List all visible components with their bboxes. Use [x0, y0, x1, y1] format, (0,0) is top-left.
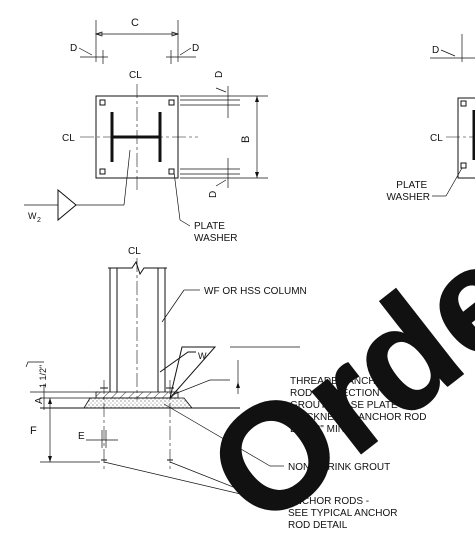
dim-f-label: F: [30, 425, 37, 437]
dim-e-label: E: [78, 431, 85, 442]
plan-view-2: D CL PLATE WASHER: [386, 34, 475, 203]
watermark-text: Orde: [177, 209, 475, 549]
dim-a-label: A: [34, 397, 45, 404]
anchor-hole: [168, 168, 175, 175]
threaded-rod-label: THREADED ANCHOR ROD PROJECTION = GROUT +…: [290, 376, 429, 435]
elevation-view: CL WF OR HSS COLUMN 1 1/2" A: [25, 246, 429, 531]
plan2-dim-d-label: D: [432, 45, 439, 56]
dim-b-label: B: [240, 136, 252, 143]
grout-label: NON-SHRINK GROUT: [288, 462, 390, 473]
base-plate-plan: [95, 95, 179, 179]
base-plate-plan-2: [457, 97, 475, 179]
anchor-hole: [99, 99, 106, 106]
elevation-centerline: CL: [128, 246, 141, 257]
anchor-hole: [99, 168, 106, 175]
watermark: Orde: [177, 209, 475, 549]
plan-centerline-top: CL: [129, 70, 142, 81]
dim-offset-label: 1 1/2": [38, 365, 48, 388]
base-plate-elevation: [95, 391, 179, 399]
plan-centerline-left: CL: [62, 133, 75, 144]
column-elevation: [109, 268, 166, 392]
dim-d-right-label: D: [192, 43, 199, 54]
anchor-rods-label: ANCHOR RODS - SEE TYPICAL ANCHOR ROD DET…: [288, 496, 400, 531]
weld-leader-shape: [169, 346, 217, 399]
load-symbol: [57, 188, 77, 222]
dim-d-top-label: D: [214, 71, 225, 78]
column-section-plan: [110, 112, 162, 162]
weld-label: W: [198, 351, 207, 361]
plan2-plate-washer-label: PLATE WASHER: [386, 180, 430, 203]
anchor-hole: [168, 99, 175, 106]
dim-c-label: C: [131, 17, 139, 29]
plan2-centerline-left: CL: [430, 133, 443, 144]
grout-bed: [83, 397, 193, 409]
load-subscript: 2: [37, 217, 41, 224]
plan-view: C D D CL CL D: [24, 17, 268, 244]
dim-d-left-label: D: [70, 43, 77, 54]
dim-d-bottom-label: D: [208, 191, 219, 198]
plate-washer-label: PLATE WASHER: [194, 221, 238, 244]
column-label: WF OR HSS COLUMN: [204, 286, 307, 297]
load-label: W: [28, 211, 37, 221]
